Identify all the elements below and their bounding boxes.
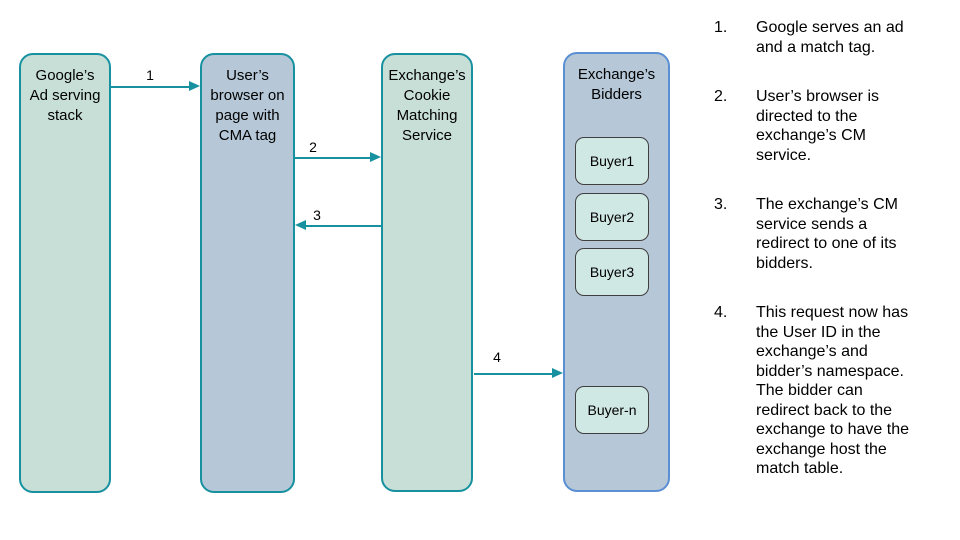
buyer-3-label: Buyer3	[589, 264, 635, 280]
node-cookie-matching-service: Exchange’s Cookie Matching Service	[381, 53, 473, 492]
arrow-step-2	[295, 152, 381, 162]
node-google-label: Google’s Ad serving stack	[29, 67, 101, 124]
step-4-text: This request now has the User ID in the …	[756, 304, 910, 477]
steps-list: 1. Google serves an ad and a match tag. …	[714, 18, 950, 509]
step-4-number: 4.	[714, 304, 728, 321]
arrow-2-label: 2	[309, 139, 317, 155]
buyer-box-3: Buyer3	[575, 248, 649, 296]
arrow-1-label: 1	[146, 67, 154, 83]
node-bidders-label: Exchange’s Bidders	[577, 66, 656, 103]
node-exchange-bidders: Exchange’s Bidders Buyer1 Buyer2 Buyer3 …	[563, 52, 670, 492]
buyer-2-label: Buyer2	[589, 209, 635, 225]
node-google-ad-serving-stack: Google’s Ad serving stack	[19, 53, 111, 493]
node-users-browser: User’s browser on page with CMA tag	[200, 53, 295, 493]
buyer-1-label: Buyer1	[589, 153, 635, 169]
step-1-text: Google serves an ad and a match tag.	[756, 19, 904, 56]
step-item-4: 4. This request now has the User ID in t…	[714, 303, 950, 479]
buyer-box-2: Buyer2	[575, 193, 649, 241]
step-3-number: 3.	[714, 196, 728, 213]
node-browser-label: User’s browser on page with CMA tag	[210, 67, 285, 144]
arrow-4-label: 4	[493, 349, 501, 365]
step-item-1: 1. Google serves an ad and a match tag.	[714, 18, 950, 57]
step-2-text: User’s browser is directed to the exchan…	[756, 88, 879, 164]
step-1-number: 1.	[714, 19, 728, 36]
arrow-3-label: 3	[313, 207, 321, 223]
node-cm-label: Exchange’s Cookie Matching Service	[388, 67, 466, 144]
arrow-step-3	[295, 220, 381, 230]
step-item-3: 3. The exchange’s CM service sends a red…	[714, 195, 950, 273]
buyer-box-1: Buyer1	[575, 137, 649, 185]
step-2-number: 2.	[714, 88, 728, 105]
arrow-step-1	[109, 81, 200, 91]
step-3-text: The exchange’s CM service sends a redire…	[756, 196, 898, 272]
buyer-n-label: Buyer-n	[587, 402, 637, 418]
step-item-2: 2. User’s browser is directed to the exc…	[714, 87, 950, 165]
buyer-box-n: Buyer-n	[575, 386, 649, 434]
arrow-step-4	[474, 368, 563, 378]
